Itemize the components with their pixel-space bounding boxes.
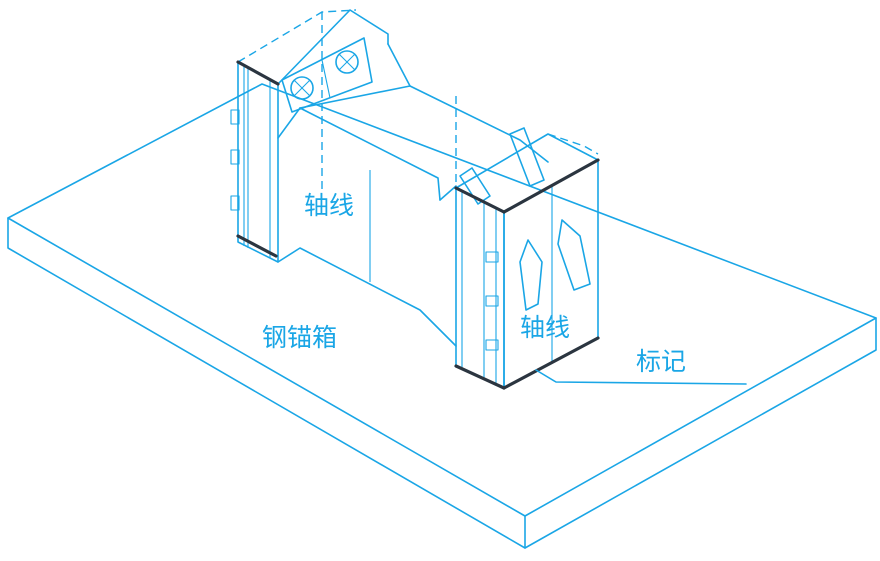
web-bottom bbox=[277, 247, 457, 347]
left-end-block bbox=[230, 9, 389, 263]
steel-box-label: 钢锚箱 bbox=[262, 323, 337, 352]
web-top-right bbox=[387, 43, 549, 163]
mark-label: 标记 bbox=[636, 347, 686, 376]
bolt-plate bbox=[281, 37, 373, 113]
axis-label-right: 轴线 bbox=[520, 313, 570, 342]
stiffener-plate bbox=[509, 127, 545, 187]
marker-shape bbox=[519, 239, 543, 311]
axis-label-left: 轴线 bbox=[304, 191, 354, 220]
mark-leader-line bbox=[535, 369, 747, 385]
bolt-icon bbox=[290, 76, 314, 100]
slab-top-face bbox=[7, 83, 877, 517]
base-slab bbox=[7, 83, 877, 549]
right-end-block bbox=[454, 133, 600, 390]
slab-side-faces bbox=[7, 217, 877, 549]
web-top-left bbox=[277, 107, 441, 201]
bolt-icon bbox=[335, 50, 359, 74]
central-web bbox=[277, 43, 549, 347]
right-block-side bbox=[455, 187, 505, 389]
marker-shape bbox=[557, 219, 591, 291]
left-block-top bbox=[277, 9, 389, 85]
